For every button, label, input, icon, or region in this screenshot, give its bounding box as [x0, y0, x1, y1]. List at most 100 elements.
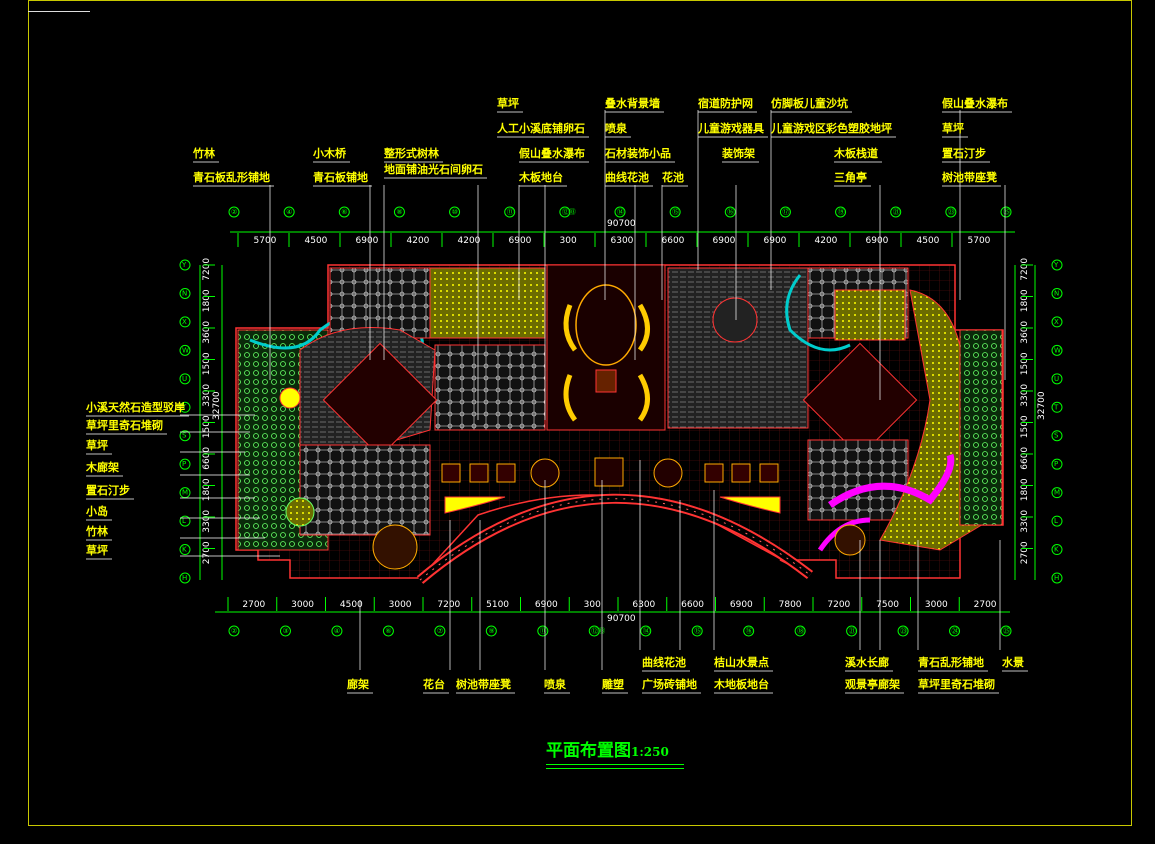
dimension-value: 5700	[254, 236, 277, 246]
right-play-area	[667, 267, 809, 429]
axis-label: H	[182, 574, 187, 582]
axis-bubble	[588, 625, 600, 637]
drawing-frame	[28, 0, 1132, 826]
axis-bubble	[331, 625, 343, 637]
axis-bubble	[179, 344, 191, 356]
axis-label: L	[182, 517, 186, 525]
dimension-value: 3000	[389, 600, 412, 610]
leader-lines	[86, 110, 1028, 694]
label-top-t22: 花池	[662, 171, 684, 184]
axis-label: ㉕	[1003, 208, 1010, 216]
dimension-value: 1800	[1020, 478, 1030, 501]
label-top-t12: 竹林	[193, 147, 215, 160]
dimension-value: 1500	[202, 415, 212, 438]
axis-bubble	[1051, 259, 1063, 271]
axis-bubble	[794, 625, 806, 637]
label-top-t19: 木板地台	[519, 171, 563, 184]
axis-bubble	[449, 206, 461, 218]
label-bottom-b4: 喷泉	[544, 678, 566, 691]
axis-label: ⑪	[507, 208, 514, 216]
dimension-value: 6900	[730, 600, 753, 610]
axis-bubble	[279, 625, 291, 637]
left-grid-paving-2	[434, 344, 546, 431]
axis-bubble	[179, 401, 191, 413]
axis-bubble	[897, 625, 909, 637]
axis-label: S	[1054, 432, 1059, 440]
label-left-l8: 草坪	[86, 544, 108, 557]
axis-label: ㉑	[849, 627, 856, 635]
label-top-t23: 装饰架	[722, 147, 755, 160]
label-top-t13: 青石板乱形铺地	[193, 171, 270, 184]
label-top-t18: 假山叠水瀑布	[519, 147, 585, 160]
axis-bubble	[1051, 458, 1063, 470]
dimension-value: 6900	[713, 236, 736, 246]
dimension-value: 7200	[202, 258, 212, 281]
axis-bubble	[890, 206, 902, 218]
label-left-l3: 草坪	[86, 439, 108, 452]
axis-bubble	[179, 259, 191, 271]
dimension-value: 3300	[202, 384, 212, 407]
axis-bubble	[393, 206, 405, 218]
dimension-value: 3600	[202, 321, 212, 344]
axis-bubble	[179, 572, 191, 584]
axis-label: L	[1054, 517, 1058, 525]
axis-label: N	[182, 289, 187, 297]
dimension-value: 4500	[305, 236, 328, 246]
label-top-t5: 宿道防护网	[698, 97, 753, 110]
label-bottom-b7: 广场砖铺地	[642, 678, 697, 691]
axis-label: ④	[334, 627, 340, 635]
dims-right-total: 32700	[1037, 391, 1047, 420]
axis-bubble	[179, 487, 191, 499]
axis-label: ㉓	[948, 208, 955, 216]
axis-bubble	[283, 206, 295, 218]
dims-top-total: 90700	[607, 219, 636, 229]
axis-label: W	[1054, 346, 1061, 354]
label-bottom-b11: 观景亭廊架	[845, 678, 900, 691]
axis-label: T	[1053, 403, 1059, 411]
frame-tick-line	[28, 11, 90, 12]
label-bottom-b12: 青石乱形铺地	[918, 656, 984, 669]
axis-bubble	[1051, 572, 1063, 584]
dimension-value: 7200	[437, 600, 460, 610]
dims-bottom-total: 90700	[607, 614, 636, 624]
dimension-value: 300	[560, 236, 577, 246]
axis-label: ⑨	[488, 627, 494, 635]
curved-planter-right	[719, 496, 781, 514]
dimension-value: 6900	[509, 236, 532, 246]
dimension-value: 7200	[1020, 258, 1030, 281]
label-bottom-b3: 树池带座凳	[456, 678, 511, 691]
axis-label: ⑮	[694, 627, 701, 635]
dimension-value: 300	[584, 600, 601, 610]
axis-label: ⑯	[746, 627, 753, 635]
drawing-title: 平面布置图1:250	[546, 736, 669, 761]
left-pavilion	[322, 342, 438, 458]
label-bottom-b14: 水景	[1002, 656, 1024, 669]
label-top-t7: 仿脚板儿童沙坑	[771, 97, 848, 110]
axis-bubble	[179, 430, 191, 442]
dimension-value: 4200	[815, 236, 838, 246]
axis-label: K	[1054, 546, 1059, 554]
dimension-value: 6600	[1020, 447, 1030, 470]
dimension-value: 4200	[407, 236, 430, 246]
axis-bubble	[1051, 487, 1063, 499]
dimension-value: 6600	[202, 447, 212, 470]
curved-planter-left	[444, 496, 506, 514]
axis-bubble	[640, 625, 652, 637]
axis-label: ②	[231, 627, 237, 635]
dimension-value: 1800	[202, 289, 212, 312]
axis-label: ⑰	[782, 208, 789, 216]
label-top-t4: 喷泉	[605, 122, 627, 135]
dimension-value: 3300	[1020, 384, 1030, 407]
axis-bubble	[179, 373, 191, 385]
axis-bubble	[614, 206, 626, 218]
axis-label: ㉕	[1003, 627, 1010, 635]
axis-bubble	[724, 206, 736, 218]
axis-bubble	[228, 206, 240, 218]
label-bottom-b10: 溪水长廊	[845, 656, 889, 669]
label-top-t2: 人工小溪底铺卵石	[497, 122, 585, 135]
label-top-t3: 叠水背景墙	[605, 97, 660, 110]
axis-bubble	[179, 458, 191, 470]
axis-bubble	[382, 625, 394, 637]
